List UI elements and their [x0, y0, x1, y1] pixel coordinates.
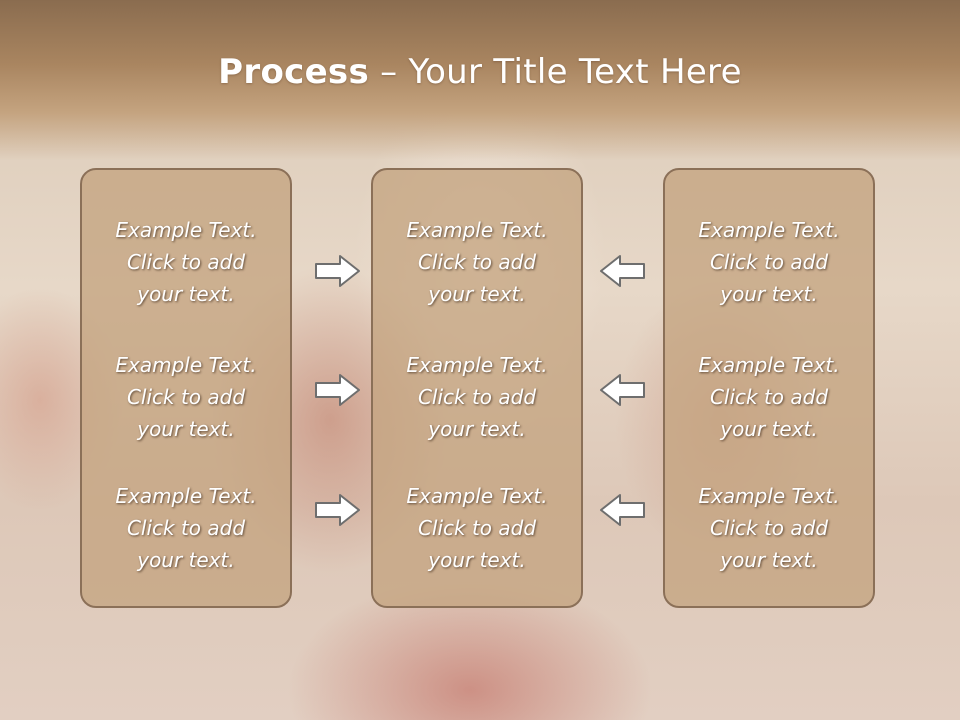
text-line: your text. — [720, 282, 818, 306]
text-line: Click to add — [709, 385, 829, 409]
left-arrow-icon — [600, 374, 645, 406]
text-line: your text. — [428, 417, 526, 441]
text-line: Example Text. — [406, 218, 548, 242]
text-line: Example Text. — [698, 484, 840, 508]
text-block[interactable]: Example Text. Click to add your text. — [665, 349, 873, 445]
text-line: your text. — [137, 282, 235, 306]
text-block[interactable]: Example Text. Click to add your text. — [665, 214, 873, 310]
text-line: your text. — [137, 548, 235, 572]
title-rest: – Your Title Text Here — [369, 52, 742, 92]
right-arrow-icon — [315, 494, 360, 526]
text-line: Click to add — [709, 250, 829, 274]
text-line: Click to add — [709, 516, 829, 540]
title-bold: Process — [218, 52, 370, 92]
text-line: Click to add — [126, 250, 246, 274]
text-line: Click to add — [126, 385, 246, 409]
text-line: Example Text. — [115, 218, 257, 242]
text-line: Click to add — [417, 385, 537, 409]
panel-right[interactable]: Example Text. Click to add your text. Ex… — [663, 168, 875, 608]
slide-title[interactable]: Process – Your Title Text Here — [0, 52, 960, 92]
text-line: your text. — [720, 417, 818, 441]
text-block[interactable]: Example Text. Click to add your text. — [373, 349, 581, 445]
panel-center[interactable]: Example Text. Click to add your text. Ex… — [371, 168, 583, 608]
title-band — [0, 0, 960, 160]
text-line: Example Text. — [698, 218, 840, 242]
text-line: your text. — [428, 282, 526, 306]
text-line: your text. — [720, 548, 818, 572]
text-block[interactable]: Example Text. Click to add your text. — [82, 349, 290, 445]
left-arrow-icon — [600, 255, 645, 287]
text-line: Click to add — [417, 516, 537, 540]
text-line: Example Text. — [406, 353, 548, 377]
text-line: your text. — [137, 417, 235, 441]
left-arrow-icon — [600, 494, 645, 526]
text-line: your text. — [428, 548, 526, 572]
panel-left[interactable]: Example Text. Click to add your text. Ex… — [80, 168, 292, 608]
text-line: Click to add — [126, 516, 246, 540]
text-line: Example Text. — [698, 353, 840, 377]
right-arrow-icon — [315, 374, 360, 406]
text-line: Example Text. — [115, 353, 257, 377]
text-line: Example Text. — [406, 484, 548, 508]
text-block[interactable]: Example Text. Click to add your text. — [82, 214, 290, 310]
text-line: Click to add — [417, 250, 537, 274]
text-block[interactable]: Example Text. Click to add your text. — [665, 480, 873, 576]
text-block[interactable]: Example Text. Click to add your text. — [373, 214, 581, 310]
right-arrow-icon — [315, 255, 360, 287]
text-block[interactable]: Example Text. Click to add your text. — [373, 480, 581, 576]
text-line: Example Text. — [115, 484, 257, 508]
text-block[interactable]: Example Text. Click to add your text. — [82, 480, 290, 576]
